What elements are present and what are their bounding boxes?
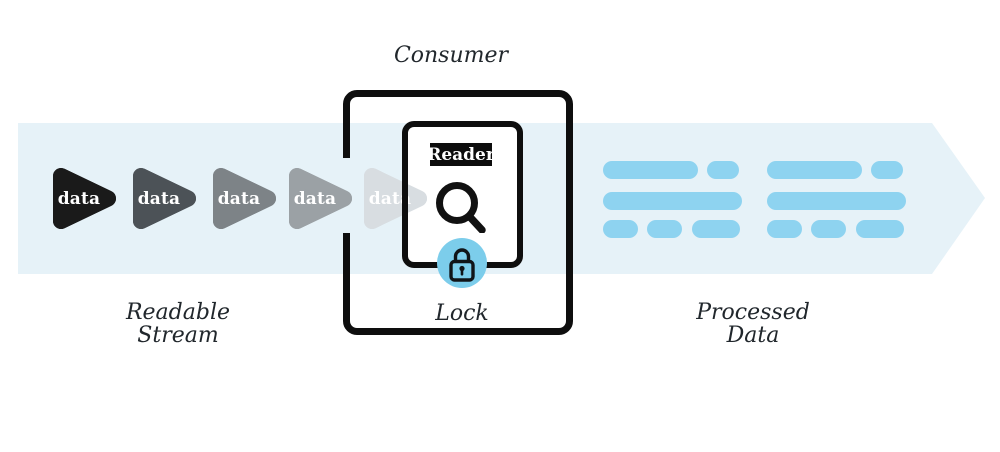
data-packet-3: data <box>213 167 277 230</box>
data-packet-label: data <box>293 189 337 209</box>
play-triangle-icon <box>213 168 276 229</box>
processed-data-bar <box>767 220 802 238</box>
readable-stream-caption-line1: Readable <box>125 300 231 325</box>
processed-data-bar <box>603 192 742 210</box>
lock-caption: Lock <box>435 301 489 326</box>
processed-data-caption-line2: Data <box>726 323 780 348</box>
processed-data-bar <box>603 161 698 179</box>
processed-data-caption: Processed Data <box>653 301 853 347</box>
processed-data-bar <box>647 220 682 238</box>
play-triangle-icon <box>289 168 352 229</box>
processed-data-bar <box>871 161 903 179</box>
lock-icon <box>437 238 487 288</box>
processed-data-bar <box>811 220 846 238</box>
data-packet-1: data <box>53 167 117 230</box>
processed-data-caption-line1: Processed <box>696 300 810 325</box>
processed-data-bar <box>692 220 740 238</box>
play-triangle-icon <box>53 168 116 229</box>
processed-data-bar <box>767 161 862 179</box>
data-packet-2: data <box>133 167 197 230</box>
data-packet-label: data <box>57 189 101 209</box>
processed-data-bar <box>856 220 904 238</box>
reader-tag: Reader <box>427 143 495 166</box>
consumer-caption: Consumer <box>393 43 509 68</box>
magnifier-icon <box>436 182 486 233</box>
data-packet-label: data <box>368 189 412 209</box>
processed-data-bar <box>603 220 638 238</box>
data-packet-label: data <box>137 189 181 209</box>
processed-data-bar <box>707 161 739 179</box>
processed-data-bar <box>767 192 906 210</box>
readable-stream-caption-line2: Stream <box>137 323 219 348</box>
data-packet-label: data <box>217 189 261 209</box>
data-packet-4: data <box>289 167 353 230</box>
play-triangle-icon <box>364 168 427 229</box>
play-triangle-icon <box>133 168 196 229</box>
readable-stream-caption: Readable Stream <box>78 301 278 347</box>
data-packet-5: data <box>364 167 428 230</box>
